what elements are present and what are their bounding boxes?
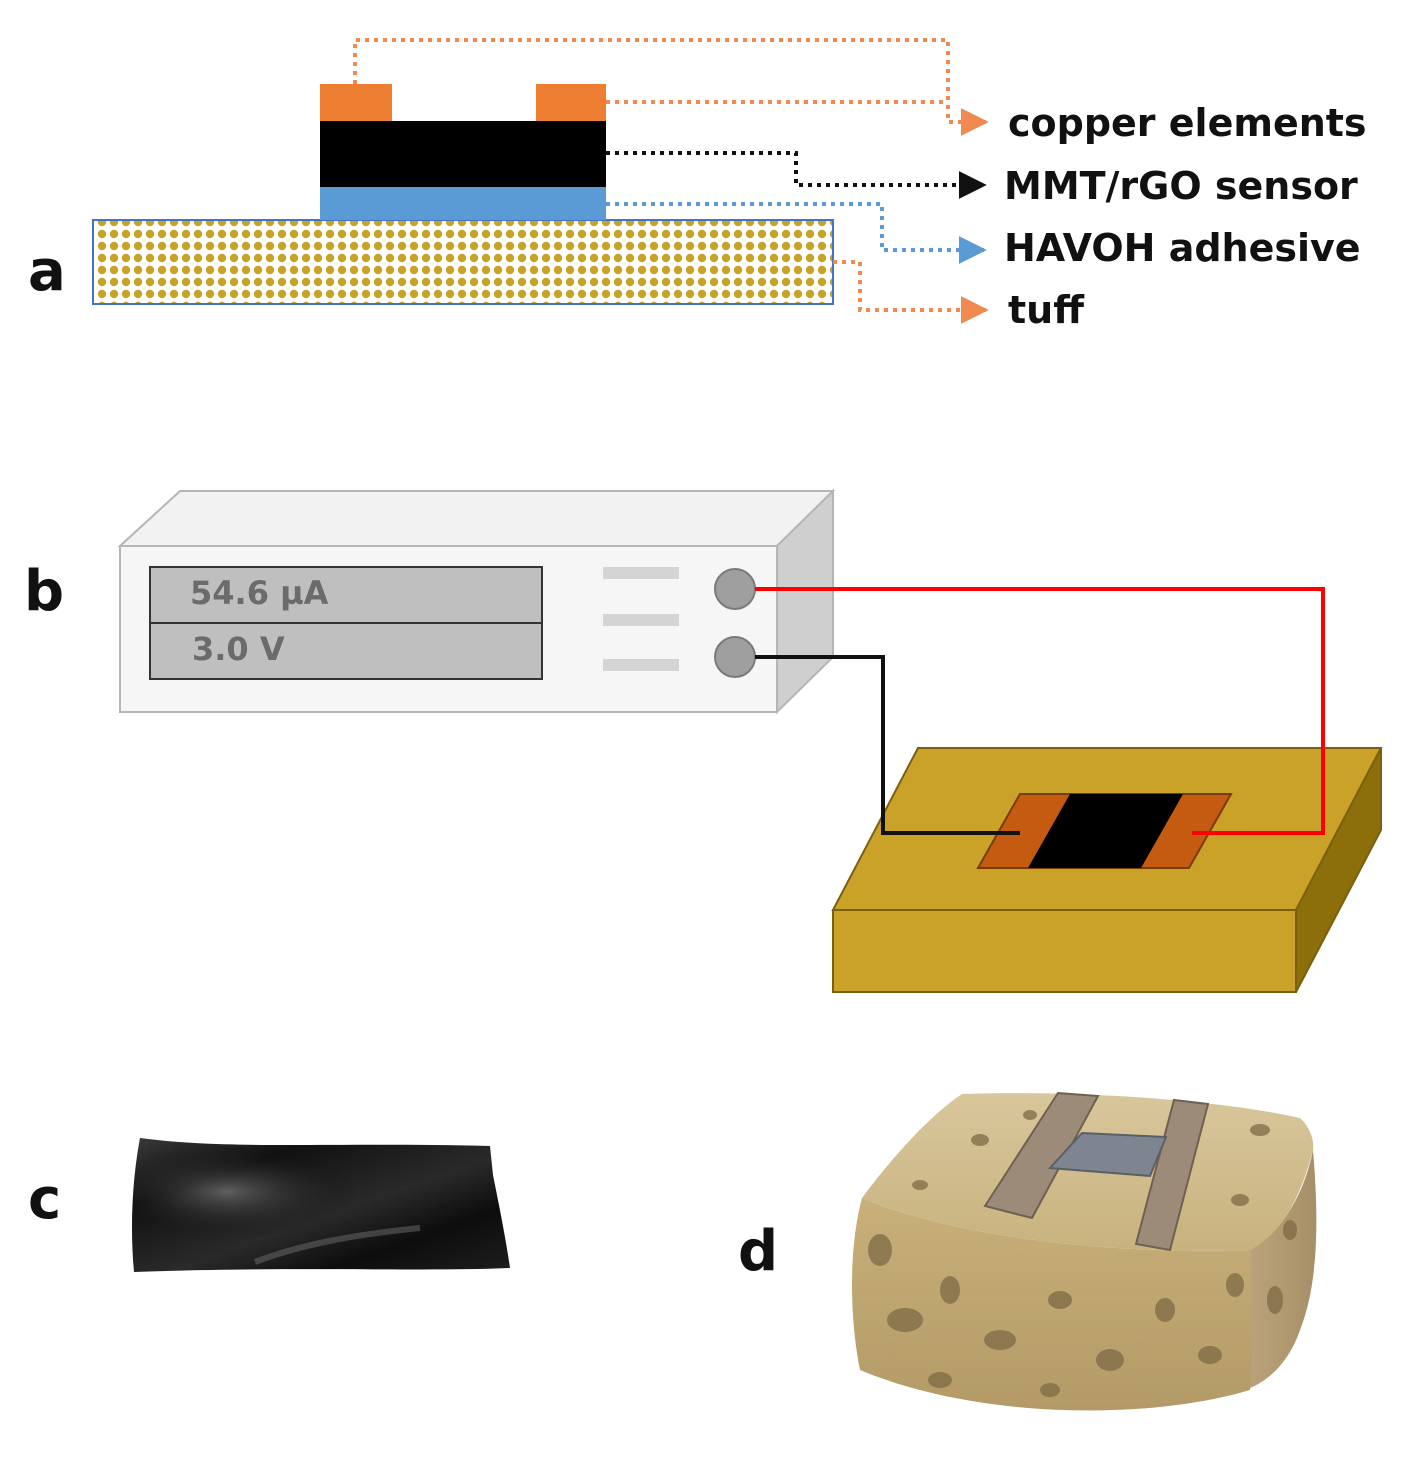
adhesive-leader: [606, 202, 987, 264]
panel-label-c: c: [28, 1167, 61, 1232]
current-readout: 54.6 µA: [190, 574, 329, 612]
sensor-film-highlight: [253, 1225, 421, 1265]
negative-terminal: [714, 636, 756, 678]
copper-element-right: [536, 84, 606, 121]
legend-copper-elements: copper elements: [1008, 101, 1367, 145]
stone-pores: [868, 1110, 1297, 1397]
sensor-film-on-stone: [1047, 1131, 1168, 1178]
block-front-face: [832, 909, 1297, 993]
panel-b: b 54.6 µA 3.0 V: [24, 488, 1383, 993]
sensor-film-sheen: [132, 1138, 510, 1272]
panel-label-b: b: [24, 559, 64, 624]
positive-wire: [755, 587, 1325, 835]
panel-c: c: [28, 1138, 510, 1272]
meter-button-1: [603, 567, 679, 579]
panel-label-d: d: [738, 1219, 778, 1284]
sensor-leader: [606, 151, 987, 199]
mmt-rgo-sensor-layer: [320, 121, 606, 187]
panel-d: d: [738, 1091, 1317, 1411]
panel-label-a: a: [28, 239, 66, 304]
stone-side-face: [1250, 1150, 1317, 1388]
havoh-adhesive-layer: [320, 187, 606, 220]
legend-havoh-adhesive: HAVOH adhesive: [1004, 226, 1361, 270]
tuff-leader: [833, 260, 989, 324]
copper-tape-left: [983, 1091, 1100, 1220]
meter-button-3: [603, 659, 679, 671]
source-meter: 54.6 µA 3.0 V: [117, 488, 836, 715]
sensor-film: [1028, 794, 1183, 868]
positive-terminal: [714, 568, 756, 610]
sample-block: [831, 747, 1383, 993]
negative-wire: [755, 655, 1020, 835]
tuff-layer: [92, 219, 834, 305]
tuff-sample-photo: [852, 1091, 1317, 1411]
meter-top-face: [117, 490, 836, 547]
voltage-readout: 3.0 V: [192, 630, 285, 668]
legend-mmt-rgo-sensor: MMT/rGO sensor: [1004, 164, 1358, 208]
legend-tuff: tuff: [1008, 288, 1085, 332]
voltage-display: [149, 622, 543, 680]
meter-button-2: [603, 614, 679, 626]
copper-element-left: [320, 84, 392, 121]
copper-leader-left: [353, 38, 989, 136]
panel-a: a copper elements MMT/rGO sensor HAVOH a…: [28, 38, 1367, 332]
